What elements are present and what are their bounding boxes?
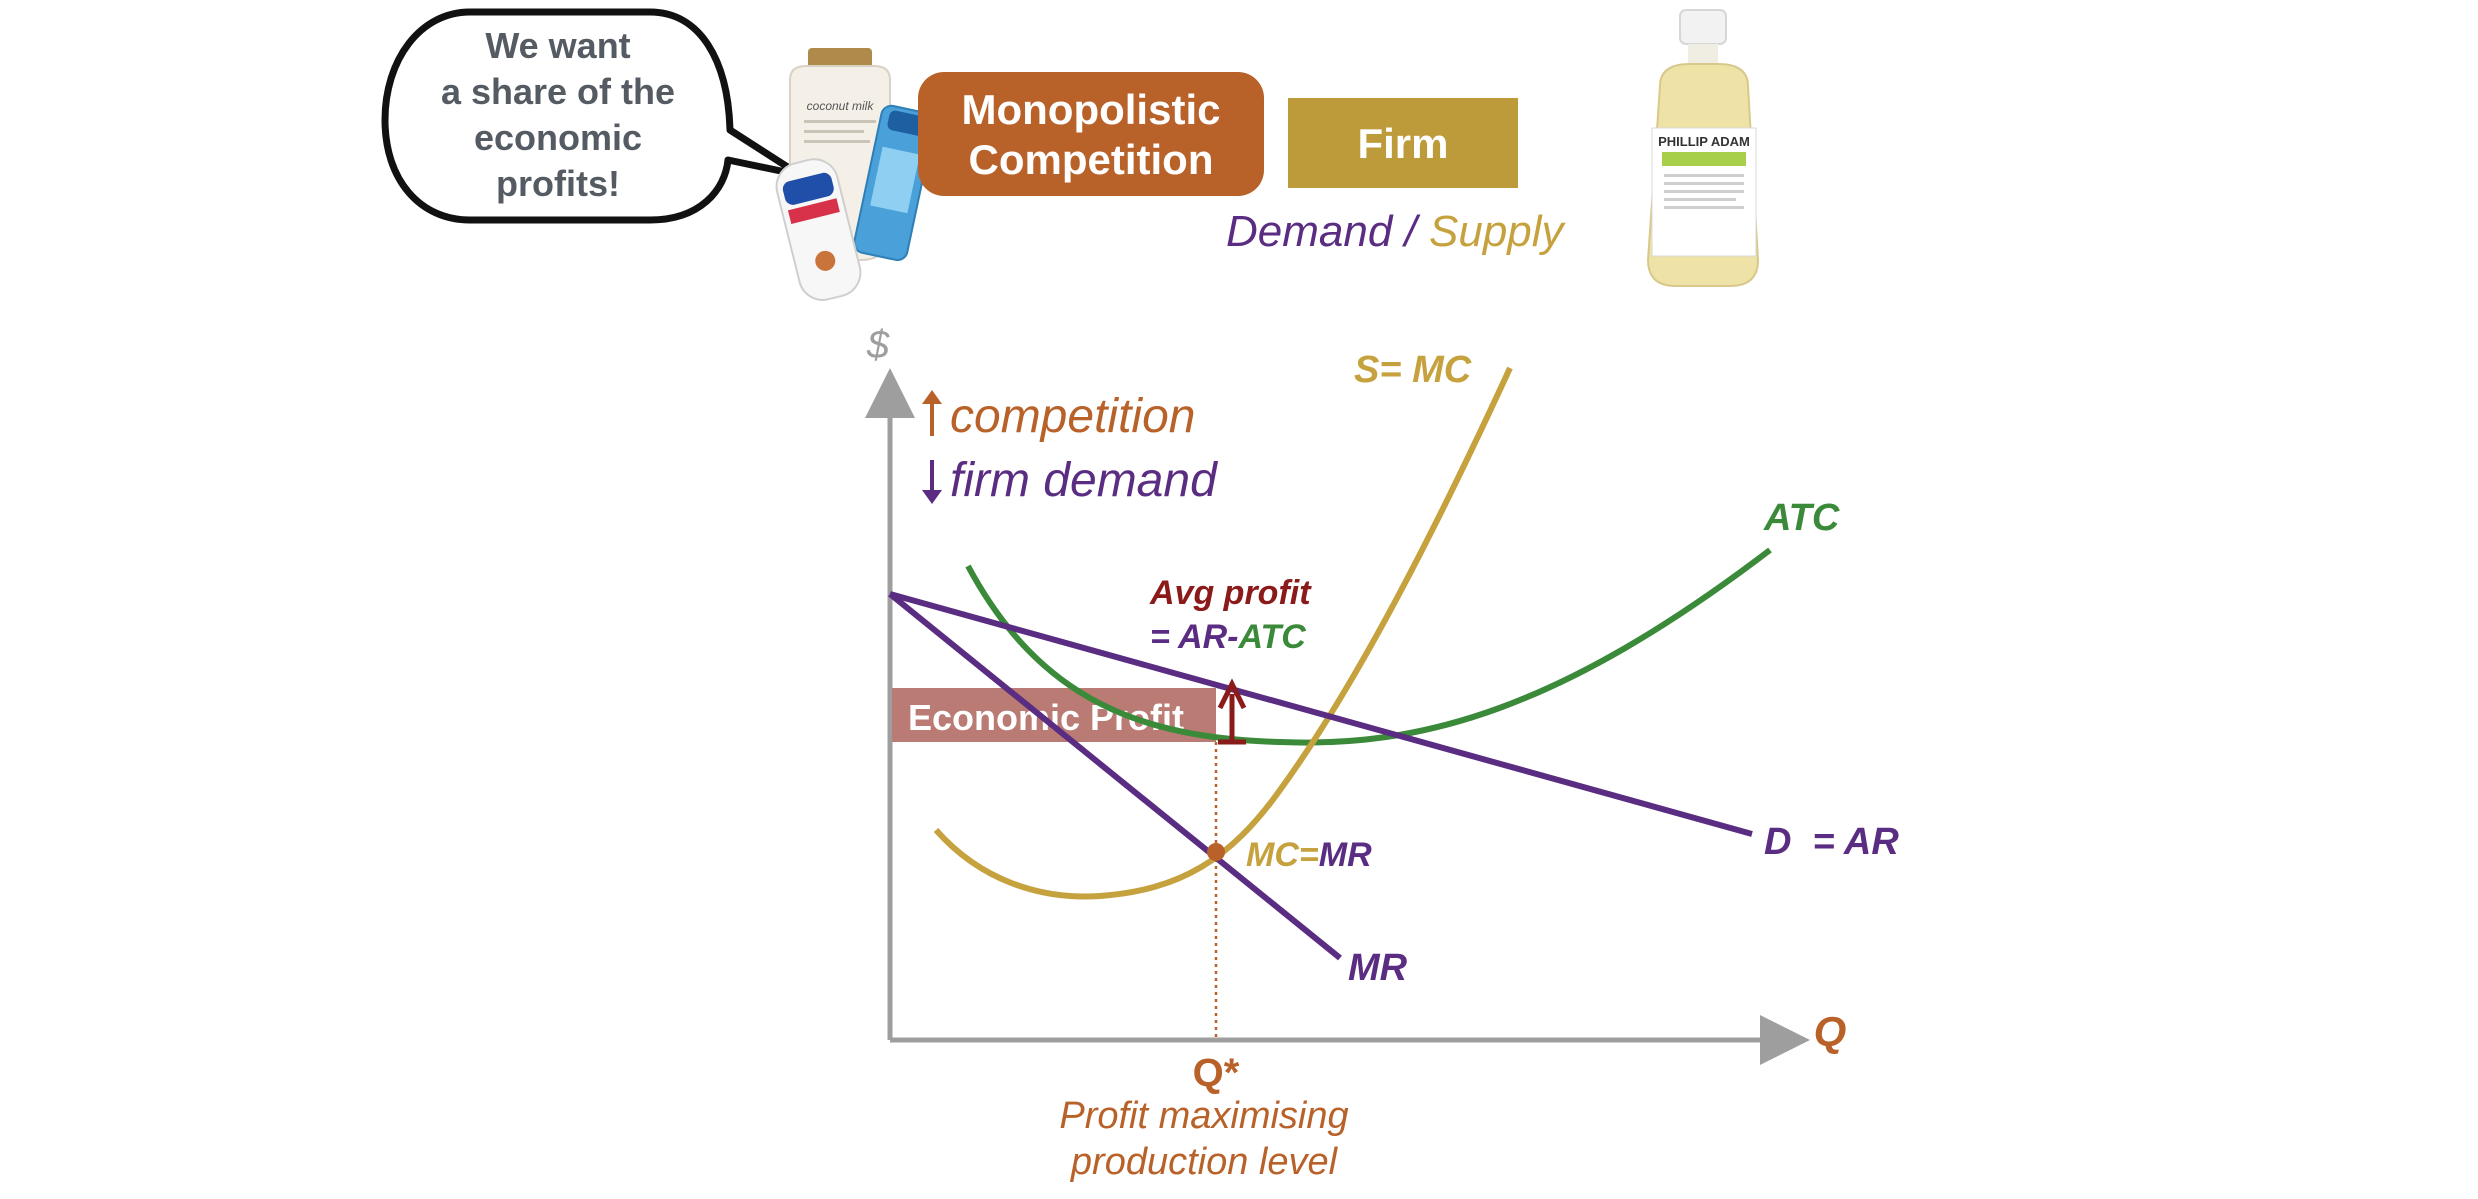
firm-label: Firm <box>1357 120 1448 167</box>
mc-mr-eq: = <box>1299 836 1319 874</box>
firm-box: Firm <box>1288 98 1518 188</box>
market-label-line-2: Competition <box>969 136 1214 183</box>
demand-curve-label: D = AR <box>1764 821 1899 863</box>
speech-line-1: We want <box>485 25 630 66</box>
x-axis-label: Q <box>1814 1008 1847 1056</box>
chart: $ Q competition firm demand Economic Pro… <box>865 323 1899 1183</box>
mr-curve <box>888 591 1342 961</box>
shampoo-bottle-image: PHILLIP ADAM <box>1646 9 1760 287</box>
atc-curve <box>965 547 1772 746</box>
qstar-caption-line-1: Profit maximising <box>1059 1095 1348 1137</box>
subtitle-supply: Supply <box>1429 207 1567 256</box>
subtitle-separator: / <box>1392 207 1429 256</box>
mc-mr-right: MR <box>1319 836 1372 874</box>
speech-bubble: We want a share of the economic profits! <box>381 8 804 224</box>
mc-mr-left: MC <box>1246 836 1299 874</box>
avg-profit-prefix: = AR- <box>1150 618 1238 656</box>
economic-profit-area <box>892 688 1216 742</box>
mc-curve <box>933 366 1513 900</box>
speech-line-4: profits! <box>496 163 620 204</box>
qstar-label: Q* <box>1193 1051 1240 1095</box>
avg-profit-line-1: Avg profit <box>1149 574 1312 612</box>
shampoo-group-image: coconut milk <box>775 48 936 301</box>
mc-curve-label: S= MC <box>1354 349 1472 391</box>
competition-note: competition <box>922 390 1195 443</box>
firm-demand-label: firm demand <box>950 454 1218 507</box>
bottle-label: coconut milk <box>807 99 875 113</box>
demand-curve <box>889 591 1753 837</box>
firm-demand-note: firm demand <box>922 454 1218 507</box>
mc-mr-intersection-point <box>1207 843 1225 861</box>
atc-curve-label: ATC <box>1763 497 1840 539</box>
subtitle-demand: Demand <box>1226 207 1394 256</box>
avg-profit-suffix: ATC <box>1237 618 1306 656</box>
avg-profit-arrow <box>1217 678 1247 745</box>
demand-supply-subtitle: Demand / Supply <box>1226 207 1567 256</box>
speech-line-3: economic <box>474 117 642 158</box>
avg-profit-line-2: = AR-ATC <box>1150 618 1306 656</box>
y-axis-label: $ <box>866 323 890 367</box>
market-structure-box: Monopolistic Competition <box>918 72 1264 196</box>
mr-curve-label: MR <box>1348 947 1408 989</box>
speech-line-2: a share of the <box>441 71 675 112</box>
bottle-brand-label: PHILLIP ADAM <box>1658 134 1750 149</box>
competition-label: competition <box>950 390 1195 443</box>
market-label-line-1: Monopolistic <box>962 86 1221 133</box>
mc-mr-label: MC=MR <box>1246 836 1372 874</box>
qstar-caption-line-2: production level <box>1070 1141 1339 1183</box>
